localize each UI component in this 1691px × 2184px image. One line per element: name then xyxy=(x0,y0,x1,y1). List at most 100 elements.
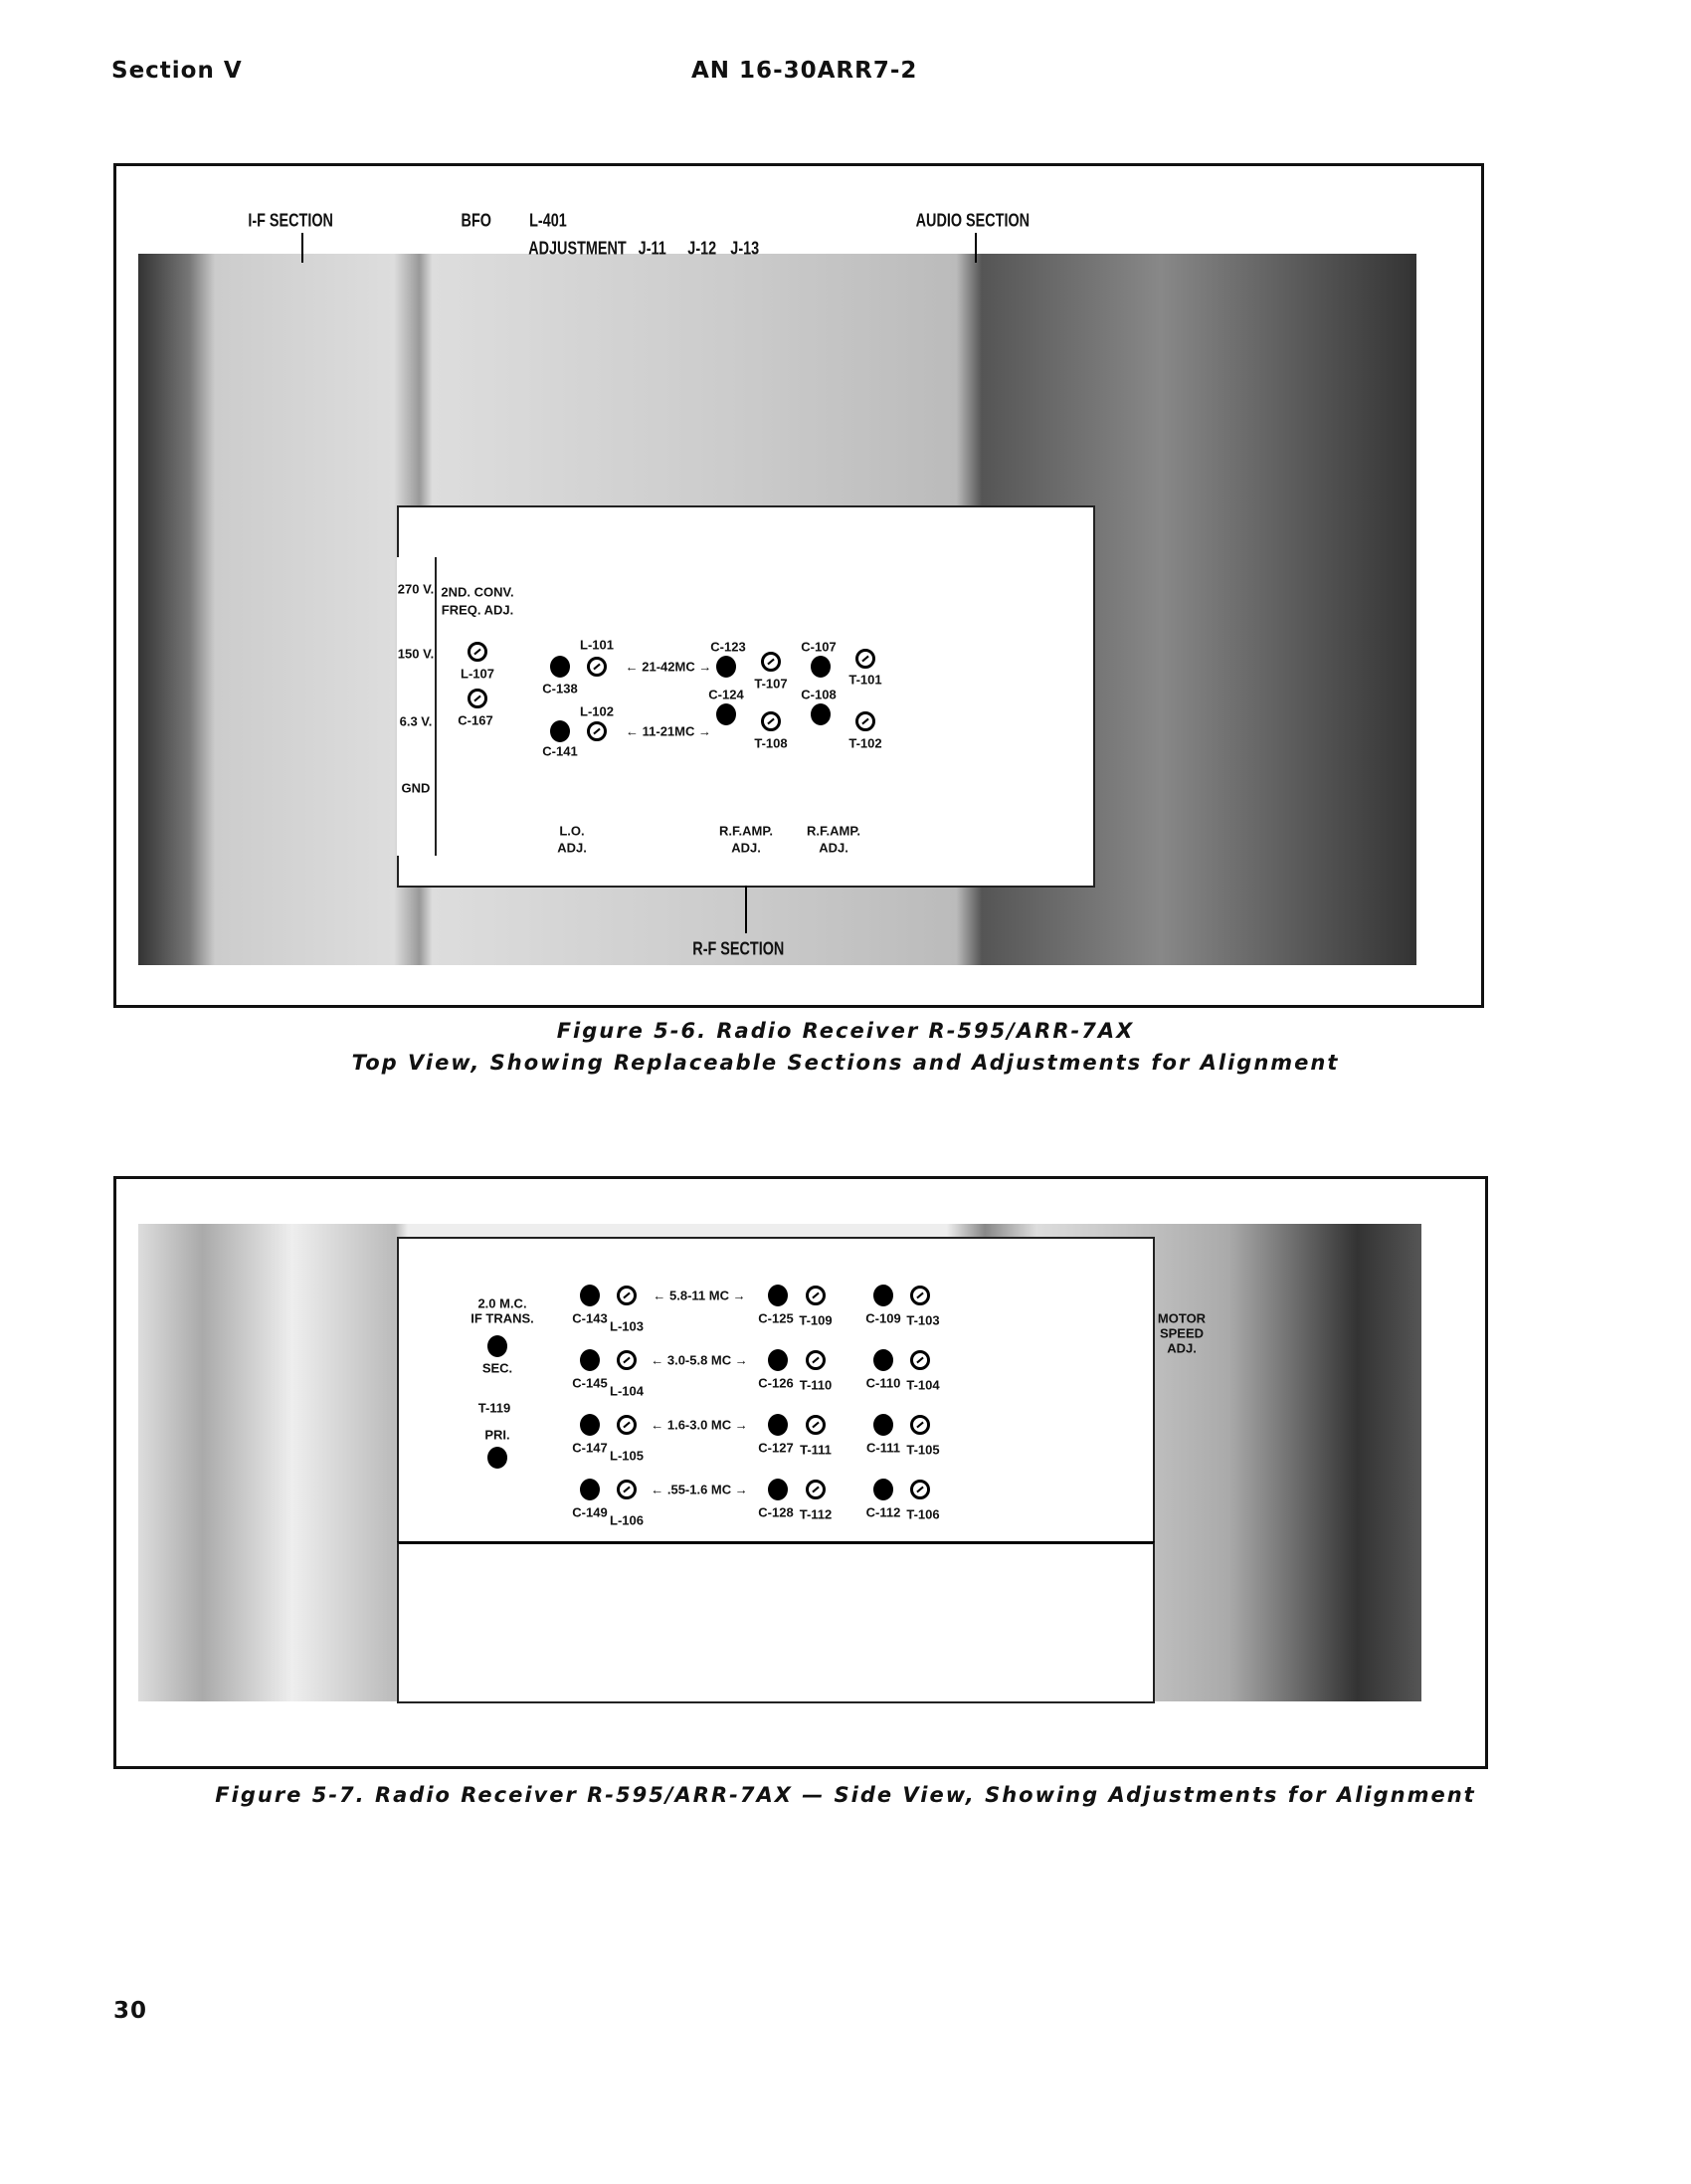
figure-5-6-subcaption: Top View, Showing Replaceable Sections a… xyxy=(351,1051,1340,1075)
page-number: 30 xyxy=(113,1998,148,2024)
callout-adjustment: ADJUSTMENT xyxy=(528,238,627,259)
label: ADJ. xyxy=(819,840,848,856)
label: C-112 xyxy=(865,1504,901,1520)
label: L-105 xyxy=(610,1448,644,1464)
label: L-102 xyxy=(580,703,614,719)
label: L-104 xyxy=(610,1383,644,1399)
callout-j12: J-12 xyxy=(687,238,717,259)
trimmer-dot-icon xyxy=(580,1414,600,1436)
label: L-101 xyxy=(580,637,614,653)
label: R.F.AMP. xyxy=(719,823,773,839)
label: C-128 xyxy=(758,1504,794,1520)
label: C-123 xyxy=(710,639,746,655)
adjustment-screw-icon xyxy=(617,1286,637,1305)
callout-if-section: I-F SECTION xyxy=(248,210,333,231)
trimmer-dot-icon xyxy=(487,1335,507,1357)
leader-line xyxy=(745,886,747,933)
label: IF TRANS. xyxy=(470,1310,534,1326)
label: T-110 xyxy=(799,1377,833,1393)
label: T-112 xyxy=(799,1506,833,1522)
trimmer-dot-icon xyxy=(716,703,736,725)
label: T-119 xyxy=(477,1400,511,1416)
label: C-107 xyxy=(801,639,837,655)
trimmer-dot-icon xyxy=(580,1479,600,1500)
label: ADJ. xyxy=(1167,1340,1197,1356)
callout-j11: J-11 xyxy=(638,238,666,259)
band-label: ← .55-1.6 MC → xyxy=(651,1482,748,1497)
label: SEC. xyxy=(481,1360,513,1376)
label: PRI. xyxy=(484,1427,510,1443)
label: L-107 xyxy=(461,666,494,682)
callout-l401: L-401 xyxy=(529,210,567,231)
trimmer-dot-icon xyxy=(487,1447,507,1469)
label: T-106 xyxy=(906,1506,940,1522)
label: C-126 xyxy=(758,1375,794,1391)
adjustment-screw-icon xyxy=(806,1415,826,1435)
callout-j13: J-13 xyxy=(730,238,760,259)
label: C-111 xyxy=(866,1440,900,1456)
adjustment-screw-icon xyxy=(617,1350,637,1370)
adjustment-screw-icon xyxy=(587,657,607,677)
voltage-label: GND xyxy=(401,780,431,796)
label: T-102 xyxy=(848,735,882,751)
adjustment-screw-icon xyxy=(855,711,875,731)
adjustment-screw-icon xyxy=(910,1415,930,1435)
adjustment-screw-icon xyxy=(806,1286,826,1305)
label: L-103 xyxy=(610,1318,644,1334)
label: L.O. xyxy=(559,823,585,839)
lower-chassis xyxy=(397,1541,1155,1703)
callout-audio-section: AUDIO SECTION xyxy=(915,210,1031,231)
label: T-101 xyxy=(848,672,882,688)
label: C-138 xyxy=(542,681,578,696)
trimmer-dot-icon xyxy=(873,1479,893,1500)
label: C-127 xyxy=(758,1440,794,1456)
band-label: ← 11-21MC → xyxy=(626,723,711,739)
trimmer-dot-icon xyxy=(768,1285,788,1306)
label: R.F.AMP. xyxy=(807,823,860,839)
label: T-103 xyxy=(906,1312,940,1328)
label: C-145 xyxy=(572,1375,608,1391)
label: T-109 xyxy=(799,1312,833,1328)
adjustment-screw-icon xyxy=(617,1415,637,1435)
adjustment-screw-icon xyxy=(617,1480,637,1499)
adjustment-screw-icon xyxy=(910,1286,930,1305)
label: 2ND. CONV. xyxy=(441,584,514,600)
adjustment-screw-icon xyxy=(587,721,607,741)
trimmer-dot-icon xyxy=(873,1414,893,1436)
label: C-143 xyxy=(572,1310,608,1326)
voltage-strip xyxy=(397,557,437,856)
callout-rf-section: R-F SECTION xyxy=(692,938,785,959)
label: C-124 xyxy=(708,687,744,702)
leader-line xyxy=(975,233,977,263)
label: C-141 xyxy=(542,743,578,759)
adjustment-screw-icon xyxy=(910,1480,930,1499)
document-id: AN 16-30ARR7-2 xyxy=(691,58,918,84)
label: C-149 xyxy=(572,1504,608,1520)
trimmer-dot-icon xyxy=(873,1285,893,1306)
label: T-111 xyxy=(800,1442,832,1458)
trimmer-dot-icon xyxy=(580,1349,600,1371)
label: C-167 xyxy=(458,712,493,728)
adjustment-screw-icon xyxy=(806,1480,826,1499)
label: FREQ. ADJ. xyxy=(441,602,514,618)
figure-5-6-caption: Figure 5-6. Radio Receiver R-595/ARR-7AX xyxy=(556,1019,1135,1043)
label: L-106 xyxy=(610,1512,644,1528)
label: SPEED xyxy=(1159,1325,1205,1341)
callout-bfo: BFO xyxy=(461,210,491,231)
band-label: ← 3.0-5.8 MC → xyxy=(651,1352,748,1368)
adjustment-screw-icon xyxy=(761,711,781,731)
adjustment-screw-icon xyxy=(855,649,875,669)
trimmer-dot-icon xyxy=(768,1414,788,1436)
adjustment-screw-icon xyxy=(910,1350,930,1370)
trimmer-dot-icon xyxy=(550,656,570,678)
trimmer-dot-icon xyxy=(716,656,736,678)
trimmer-dot-icon xyxy=(580,1285,600,1306)
trimmer-dot-icon xyxy=(768,1479,788,1500)
label: C-108 xyxy=(801,687,837,702)
trimmer-dot-icon xyxy=(811,703,831,725)
section-header: Section V xyxy=(111,58,243,84)
label: T-104 xyxy=(906,1377,940,1393)
band-label: ← 1.6-3.0 MC → xyxy=(651,1417,748,1433)
adjustment-screw-icon xyxy=(761,652,781,672)
